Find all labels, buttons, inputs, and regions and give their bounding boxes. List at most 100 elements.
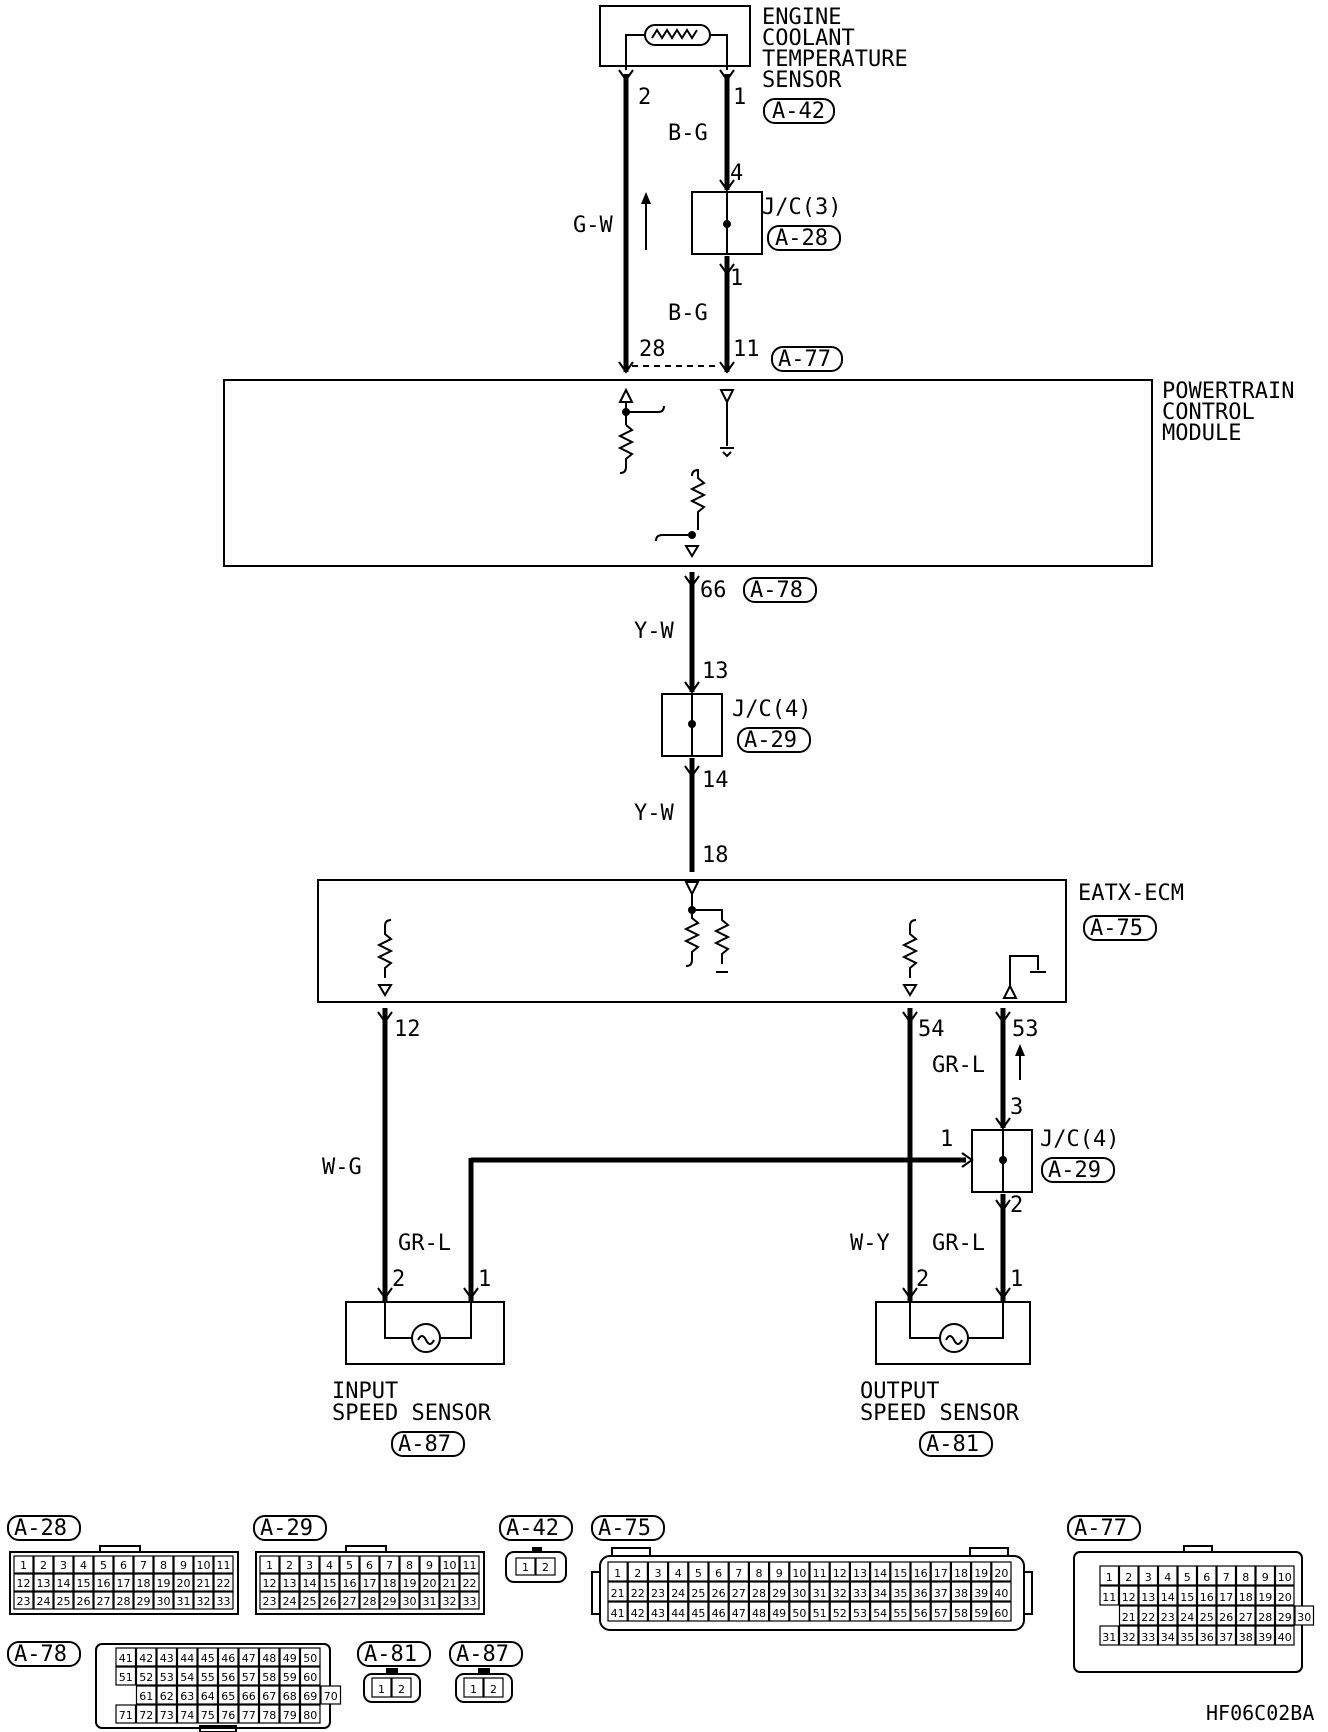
ecm-name: EATX-ECM — [1078, 881, 1184, 906]
connector-pin-number: 54 — [873, 1607, 887, 1620]
connector-pin-number: 26 — [323, 1595, 337, 1608]
connector-pin-number: 24 — [1180, 1611, 1194, 1624]
wire-label-wg: W-G — [322, 1155, 362, 1180]
connector-pin-number: 2 — [40, 1559, 47, 1572]
wire-label-yw-1: Y-W — [634, 619, 674, 644]
connector-pin-number: 37 — [1219, 1631, 1233, 1644]
jc4l-pin-3: 3 — [1010, 1095, 1023, 1120]
connector-pin-cell — [279, 1555, 300, 1574]
connector-pin-number: 39 — [1258, 1631, 1272, 1644]
connector-pin-number: 1 — [1106, 1571, 1113, 1584]
connector-pin-number: 56 — [221, 1671, 235, 1684]
connector-pin-cell — [809, 1581, 830, 1602]
connector-pin-cell — [133, 1573, 154, 1592]
connector-pin-cell — [1196, 1565, 1217, 1586]
connector-pin-number: 2 — [490, 1683, 497, 1696]
connector-pin-cell — [176, 1704, 198, 1724]
connector-pin-number: 63 — [180, 1690, 194, 1703]
connector-pin-number: 40 — [1278, 1631, 1292, 1644]
ect-sensor-name-2: COOLANT — [762, 26, 855, 51]
connector-pin-number: 51 — [119, 1671, 133, 1684]
connector-pin-number: 1 — [614, 1567, 621, 1580]
connector-pin-cell — [399, 1573, 420, 1592]
connector-pin-number: 33 — [217, 1595, 231, 1608]
jc4u-name: J/C(4) — [732, 697, 811, 722]
connector-pin-cell — [1216, 1605, 1237, 1626]
connector-pin-cell — [299, 1647, 321, 1667]
connector-pin-cell — [13, 1591, 34, 1610]
connector-pin-cell — [115, 1704, 137, 1724]
connector-pin-cell — [607, 1601, 628, 1622]
connector-pin-number: 45 — [201, 1652, 215, 1665]
connector-pin-cell — [459, 1573, 480, 1592]
connector-pin-number: 66 — [242, 1690, 256, 1703]
connector-pin-cell — [849, 1581, 871, 1602]
connector-pin-number: 31 — [177, 1595, 191, 1608]
connector-pin-cell — [13, 1555, 34, 1574]
connector-pin-cell — [748, 1581, 770, 1602]
connector-pin-cell — [970, 1581, 992, 1602]
connector-pin-cell — [156, 1666, 178, 1686]
connector-pin-cell — [135, 1685, 157, 1705]
ect-sensor-name-3: TEMPERATURE — [762, 47, 908, 72]
connector-pin-number: 25 — [303, 1595, 317, 1608]
connector-pin-cell — [1255, 1625, 1276, 1646]
connector-pin-number: 57 — [242, 1671, 256, 1684]
connector-pin-number: 1 — [20, 1559, 27, 1572]
pcm-connector-top: A-77 — [778, 347, 831, 372]
connector-pin-number: 9 — [180, 1559, 187, 1572]
connector-pin-cell — [299, 1666, 321, 1686]
connector-pin-cell — [459, 1555, 480, 1574]
connector-pin-number: 57 — [934, 1607, 948, 1620]
connector-pin-cell — [607, 1561, 628, 1582]
connector-pin-cell — [930, 1581, 952, 1602]
connector-pin-cell — [359, 1591, 380, 1610]
connector-pin-cell — [809, 1601, 830, 1622]
connector-pin-cell — [217, 1704, 239, 1724]
connector-pin-number: 5 — [695, 1567, 702, 1580]
pcm-pin-11: 11 — [733, 337, 760, 362]
connector-pin-number: 44 — [671, 1607, 685, 1620]
output-speed-sensor: 2 1 OUTPUT SPEED SENSOR A-81 — [860, 1267, 1031, 1457]
connector-pin-number: 3 — [655, 1567, 662, 1580]
connector-pin-number: 13 — [853, 1567, 867, 1580]
connector-pin-number: 2 — [634, 1567, 641, 1580]
wire-label-grl-in: GR-L — [398, 1231, 451, 1256]
connector-pin-number: 18 — [137, 1577, 151, 1590]
connector-pin-number: 22 — [463, 1577, 477, 1590]
connector-pin-cell — [135, 1666, 157, 1686]
connector-pin-number: 34 — [873, 1587, 887, 1600]
connector-pin-number: 42 — [631, 1607, 645, 1620]
connector-pin-number: 51 — [813, 1607, 827, 1620]
connector-pin-cell — [1274, 1625, 1295, 1646]
jc4u-pin-14: 14 — [702, 768, 729, 793]
connector-pin-number: 21 — [1122, 1611, 1136, 1624]
eatx-ecm: EATX-ECM A-75 — [317, 879, 1184, 1003]
connector-pin-cell — [890, 1601, 911, 1622]
connector-pin-cell — [193, 1573, 214, 1592]
connector-pin-cell — [950, 1601, 972, 1622]
connector-pin-number: 4 — [1164, 1571, 1171, 1584]
connector-pin-number: 6 — [120, 1559, 127, 1572]
connector-pin-cell — [197, 1647, 219, 1667]
connector-pin-cell — [890, 1561, 911, 1582]
connector-pin-number: 52 — [833, 1607, 847, 1620]
connector-pin-number: 47 — [242, 1652, 256, 1665]
connector-pin-number: 35 — [1180, 1631, 1194, 1644]
pcm-name-3: MODULE — [1162, 421, 1241, 446]
connector-pin-cell — [156, 1704, 178, 1724]
connector-pin-number: 31 — [423, 1595, 437, 1608]
connector-pin-cell — [1177, 1585, 1198, 1606]
connector-pin-number: 20 — [1278, 1591, 1292, 1604]
connector-pin-number: 31 — [813, 1587, 827, 1600]
connector-pin-cell — [1099, 1625, 1120, 1646]
connector-pin-cell — [238, 1666, 260, 1686]
connector-pin-cell — [113, 1573, 134, 1592]
connector-pin-number: 7 — [386, 1559, 393, 1572]
oss-connector-label: A-81 — [926, 1432, 979, 1457]
connector-pin-number: 23 — [1161, 1611, 1175, 1624]
